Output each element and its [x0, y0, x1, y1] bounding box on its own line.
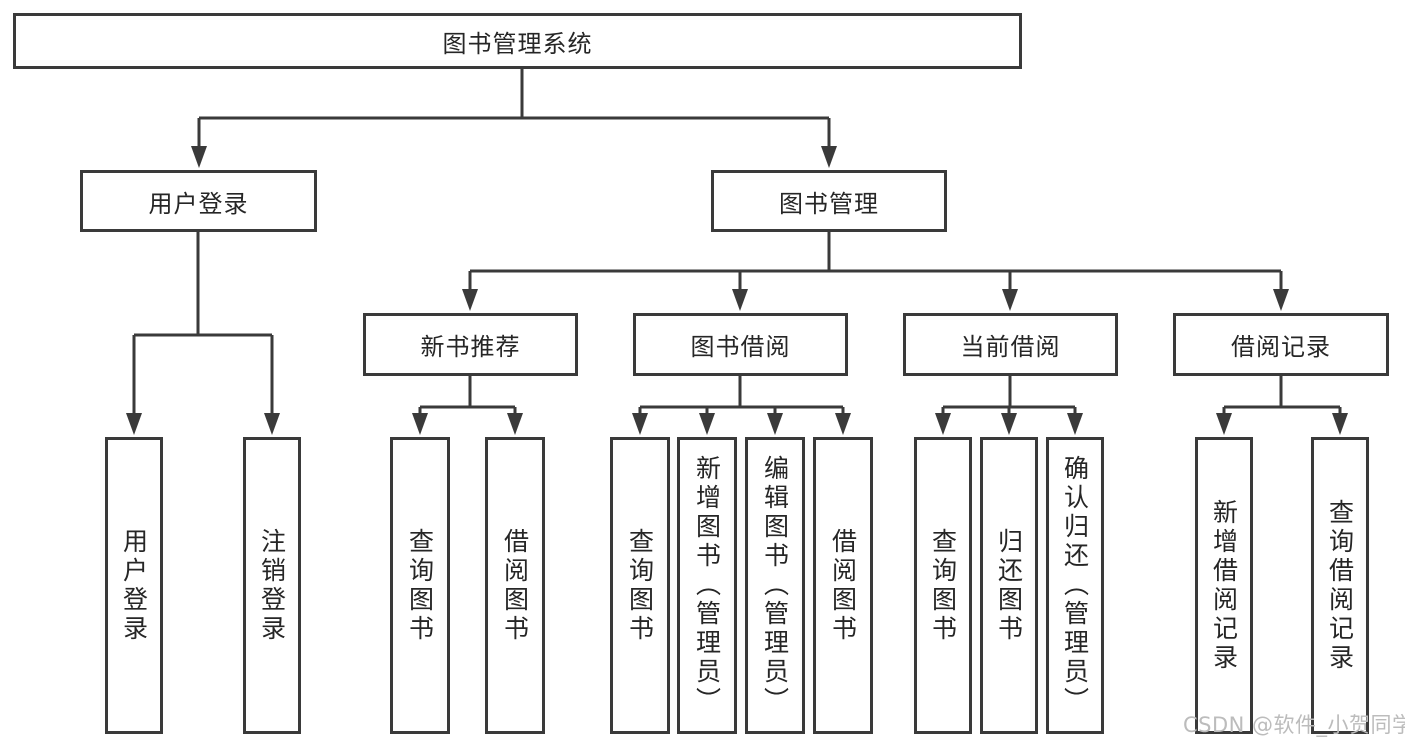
leaf-label: 确认归还（管理员）: [1060, 455, 1090, 716]
node-label: 当前借阅: [960, 333, 1061, 361]
leaf-label: 新增图书（管理员）: [692, 455, 722, 716]
leaf-user-login: 用户登录: [105, 437, 163, 734]
node-label: 图书管理系统: [442, 29, 593, 58]
node-label: 图书借阅: [690, 333, 791, 361]
node-label: 用户登录: [148, 189, 249, 218]
leaf-query-borrow-record: 查询借阅记录: [1311, 437, 1369, 734]
leaf-label: 归还图书: [994, 527, 1024, 644]
leaf-label: 借阅图书: [500, 527, 530, 644]
leaf-query-books-borrow: 查询图书: [610, 437, 670, 734]
leaf-label: 编辑图书（管理员）: [760, 455, 790, 716]
leaf-label: 查询图书: [405, 527, 435, 644]
leaf-label: 查询图书: [928, 527, 958, 644]
node-book-borrow: 图书借阅: [633, 313, 848, 376]
node-book-management: 图书管理: [711, 170, 947, 232]
leaf-query-books-recommend: 查询图书: [390, 437, 450, 734]
node-current-borrow: 当前借阅: [903, 313, 1118, 376]
leaf-label: 查询借阅记录: [1325, 498, 1355, 673]
leaf-label: 新增借阅记录: [1209, 498, 1239, 673]
node-new-book-recommend: 新书推荐: [363, 313, 578, 376]
node-label: 借阅记录: [1231, 333, 1331, 361]
leaf-label: 查询图书: [625, 527, 655, 644]
leaf-query-books-current: 查询图书: [914, 437, 972, 734]
node-label: 新书推荐: [420, 333, 521, 361]
leaf-label: 用户登录: [119, 527, 149, 644]
leaf-return-books: 归还图书: [980, 437, 1038, 734]
leaf-edit-books-admin: 编辑图书（管理员）: [745, 437, 805, 734]
leaf-label: 注销登录: [257, 527, 287, 644]
leaf-borrow-books: 借阅图书: [813, 437, 873, 734]
node-label: 图书管理: [779, 189, 879, 218]
leaf-label: 借阅图书: [828, 527, 858, 644]
leaf-logout: 注销登录: [243, 437, 301, 734]
node-user-login: 用户登录: [80, 170, 317, 232]
node-borrow-records: 借阅记录: [1173, 313, 1389, 376]
node-library-management-system: 图书管理系统: [13, 13, 1022, 69]
leaf-add-borrow-record: 新增借阅记录: [1195, 437, 1253, 734]
csdn-watermark: CSDN @软件_小贺同学: [1183, 713, 1405, 737]
leaf-borrow-books-recommend: 借阅图书: [485, 437, 545, 734]
leaf-confirm-return-admin: 确认归还（管理员）: [1046, 437, 1104, 734]
leaf-add-books-admin: 新增图书（管理员）: [677, 437, 737, 734]
